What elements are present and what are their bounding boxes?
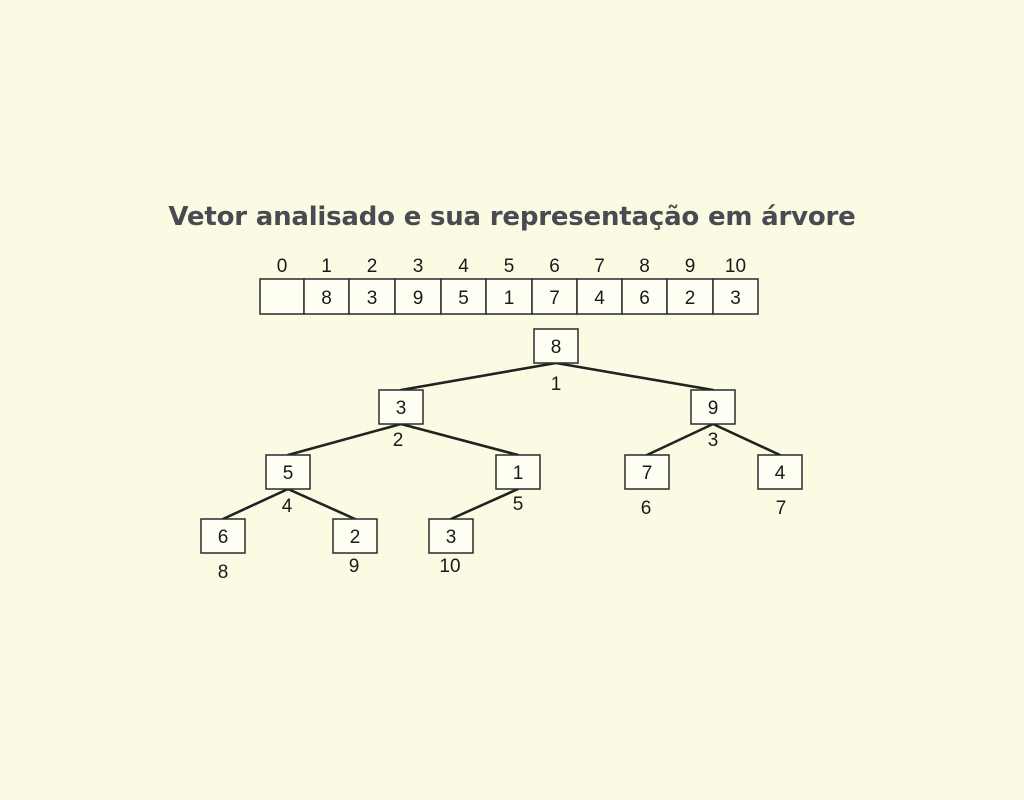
array-cell-value: 3	[367, 288, 378, 309]
array-index-label: 2	[367, 256, 378, 277]
array-cell	[485, 278, 533, 315]
array-cell-value: 6	[639, 288, 650, 309]
array-cell-value: 4	[594, 288, 605, 309]
tree-node-value: 2	[350, 527, 361, 548]
tree-node-box	[533, 328, 579, 364]
array-index-label: 6	[549, 256, 560, 277]
array-cell-value: 3	[730, 288, 741, 309]
tree-node-box	[757, 454, 803, 490]
array-cell-value: 1	[504, 288, 515, 309]
tree-edges	[221, 361, 782, 521]
tree-node-box	[378, 389, 424, 425]
tree-node-index: 4	[282, 496, 293, 517]
tree-node-index: 8	[218, 562, 229, 583]
array-index-label: 5	[504, 256, 515, 277]
tree-edge	[286, 422, 403, 457]
tree-edge	[554, 361, 715, 392]
tree-node-index: 9	[349, 556, 360, 577]
tree-node: 15	[495, 454, 541, 515]
tree-node-index: 1	[551, 374, 562, 395]
tree-node: 47	[757, 454, 803, 519]
diagram-title: Vetor analisado e sua representação em á…	[168, 202, 856, 232]
tree-edge	[221, 487, 290, 521]
tree-node-value: 6	[218, 527, 229, 548]
array-cell	[259, 278, 305, 315]
tree-node-index: 5	[513, 494, 524, 515]
array-index-label: 1	[321, 256, 332, 277]
array-cell	[712, 278, 759, 315]
array-strip: 0 1 8 2 3 3 9 4 5 5 1 6 7 7 4 8 6 9 2 10 3	[259, 256, 759, 315]
tree-node: 68	[200, 518, 246, 583]
tree-node-index: 3	[708, 430, 719, 451]
array-index-label: 0	[277, 256, 288, 277]
tree-node-box	[265, 454, 311, 490]
array-index-label: 9	[685, 256, 696, 277]
tree-node-box	[200, 518, 246, 554]
tree-node-value: 8	[551, 337, 562, 358]
tree-node: 32	[378, 389, 424, 451]
tree-node-box	[332, 518, 378, 554]
tree-node-value: 1	[513, 463, 524, 484]
tree-node-value: 3	[446, 527, 457, 548]
array-index-label: 7	[594, 256, 605, 277]
tree-node-value: 4	[775, 463, 786, 484]
array-cell	[621, 278, 668, 315]
tree-node: 54	[265, 454, 311, 517]
tree-node: 93	[690, 389, 736, 451]
tree-edge	[711, 422, 782, 457]
tree-node-index: 10	[439, 556, 460, 577]
array-cell	[348, 278, 396, 315]
tree-edge	[286, 487, 357, 521]
array-index-label: 8	[639, 256, 650, 277]
tree-node-box	[690, 389, 736, 425]
array-cell-value: 8	[321, 288, 332, 309]
tree-node-box	[428, 518, 474, 554]
array-cell	[303, 278, 350, 315]
array-index-label: 3	[413, 256, 424, 277]
tree-node-value: 7	[642, 463, 653, 484]
array-cell-value: 7	[549, 288, 560, 309]
array-index-label: 10	[725, 256, 746, 277]
tree-edge	[645, 422, 715, 457]
array-cell	[394, 278, 442, 315]
tree-node-box	[624, 454, 670, 490]
tree-node-value: 5	[283, 463, 294, 484]
tree-edge	[399, 361, 558, 392]
tree-node: 81	[533, 328, 579, 395]
tree-node: 29	[332, 518, 378, 577]
tree-node-index: 7	[776, 498, 787, 519]
tree-node: 76	[624, 454, 670, 519]
array-index-label: 4	[458, 256, 469, 277]
array-cell	[440, 278, 487, 315]
array-cell-value: 2	[685, 288, 696, 309]
tree-edge	[449, 487, 520, 521]
array-cell	[531, 278, 578, 315]
tree-edge	[399, 422, 520, 457]
tree-node-value: 3	[396, 398, 407, 419]
tree-node-value: 9	[708, 398, 719, 419]
tree-node-index: 2	[393, 430, 404, 451]
tree-node-box	[495, 454, 541, 490]
array-cell-value: 5	[458, 288, 469, 309]
tree-node: 310	[428, 518, 474, 577]
array-cell-value: 9	[413, 288, 424, 309]
tree-node-index: 6	[641, 498, 652, 519]
